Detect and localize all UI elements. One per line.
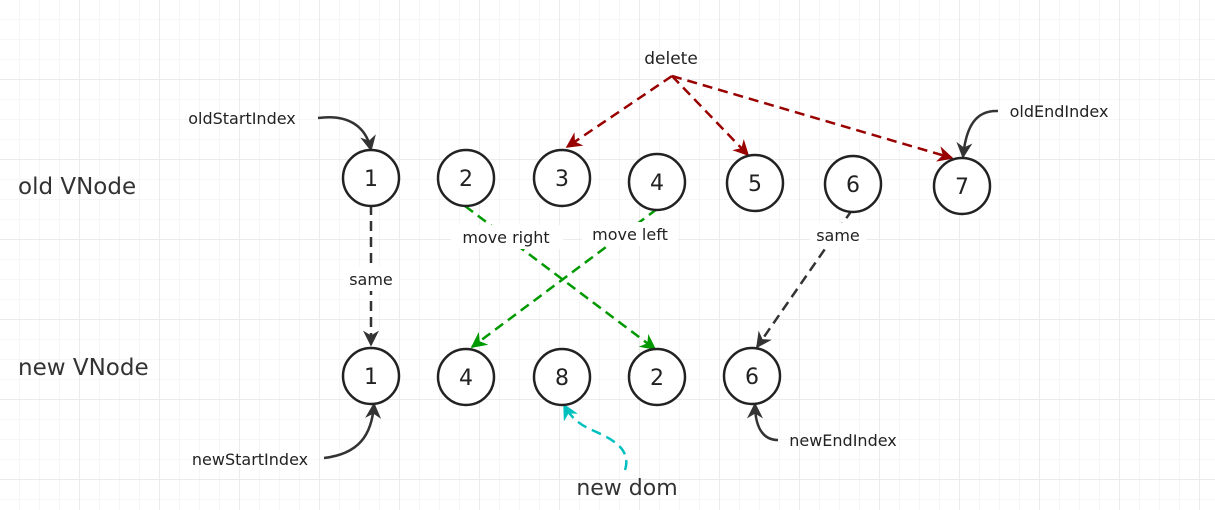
new-vnode-row-label: new VNode — [18, 355, 149, 381]
same-left-label: same — [349, 270, 393, 289]
old-end-pointer-arrow — [956, 109, 999, 159]
delete-label: delete — [644, 49, 698, 69]
old-node-2: 2 — [436, 148, 496, 208]
svg-text:4: 4 — [650, 171, 664, 196]
move-right-label-group: move right — [451, 225, 563, 249]
old-vnode-row-label: old VNode — [18, 174, 136, 200]
move-left-label: move left — [592, 225, 668, 244]
old-node-6: 6 — [823, 154, 883, 214]
svg-text:7: 7 — [955, 175, 969, 200]
old-start-index-label: oldStartIndex — [188, 109, 296, 128]
move-right-label: move right — [462, 228, 549, 247]
svg-text:1: 1 — [364, 365, 378, 390]
new-dom-label: new dom — [576, 476, 677, 501]
same-arrow-right — [755, 209, 854, 349]
new-node-1: 1 — [341, 346, 401, 406]
new-end-index-label: newEndIndex — [789, 431, 897, 450]
new-node-2: 2 — [627, 347, 687, 407]
svg-text:1: 1 — [364, 167, 378, 192]
old-vnode-row: 1 2 3 4 5 6 7 — [341, 148, 992, 216]
old-start-pointer-arrow — [317, 116, 376, 152]
new-node-6: 6 — [722, 346, 782, 406]
old-node-4: 4 — [627, 152, 687, 212]
new-dom-arrow — [562, 403, 628, 471]
new-vnode-row: 1 4 8 2 6 — [341, 346, 782, 407]
new-start-index-label: newStartIndex — [192, 450, 308, 469]
same-right-label-group: same — [810, 223, 866, 247]
delete-arrow-to-3 — [565, 74, 673, 149]
new-node-8: 8 — [532, 347, 592, 407]
svg-text:2: 2 — [650, 366, 664, 391]
delete-arrow-to-7 — [671, 74, 954, 162]
svg-text:6: 6 — [745, 365, 759, 390]
old-end-index-label: oldEndIndex — [1010, 102, 1109, 121]
same-right-label: same — [816, 226, 860, 245]
index-pointer-arrows — [317, 109, 999, 460]
new-end-pointer-arrow — [747, 402, 779, 442]
svg-text:6: 6 — [846, 173, 860, 198]
new-node-4: 4 — [436, 347, 496, 407]
same-left-label-group: same — [343, 267, 399, 291]
old-node-5: 5 — [725, 153, 785, 213]
delete-arrow-to-5 — [671, 75, 750, 157]
old-node-1: 1 — [341, 148, 401, 208]
move-left-label-group: move left — [582, 222, 678, 246]
old-node-7: 7 — [932, 156, 992, 216]
svg-text:8: 8 — [555, 366, 569, 391]
svg-text:5: 5 — [748, 172, 762, 197]
delete-arrows — [565, 74, 954, 162]
svg-text:3: 3 — [555, 167, 569, 192]
svg-text:4: 4 — [459, 366, 473, 391]
svg-text:2: 2 — [459, 167, 473, 192]
new-start-pointer-arrow — [323, 402, 382, 460]
old-node-3: 3 — [532, 148, 592, 208]
